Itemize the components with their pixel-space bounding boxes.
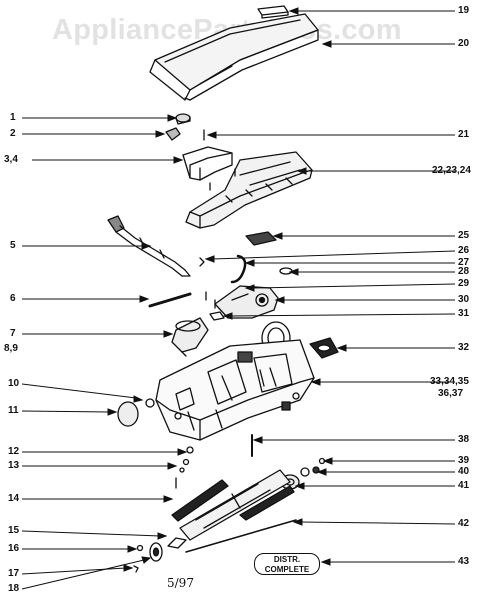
part-19-tab (257, 5, 289, 19)
part-22-housing (185, 151, 313, 229)
label-26: 26 (458, 245, 470, 256)
part-14-brush-strip (171, 479, 229, 522)
label-11: 11 (8, 405, 19, 416)
distr-complete-box: DISTR. COMPLETE (254, 553, 320, 575)
label-18: 18 (8, 583, 20, 594)
label-16: 16 (8, 543, 20, 554)
distr-line-2: COMPLETE (264, 565, 310, 574)
label-36-37: 36,37 (438, 388, 464, 399)
label-7: 7 (10, 328, 16, 339)
part-18-endcap (149, 542, 163, 562)
part-1-knob (175, 113, 191, 125)
distr-line-1: DISTR. (273, 555, 301, 564)
label-5: 5 (10, 240, 16, 251)
label-40: 40 (458, 466, 470, 477)
label-2: 2 (10, 128, 16, 139)
label-27: 27 (458, 257, 470, 268)
part-12-13-small (175, 446, 194, 489)
part-7-elbow (171, 317, 209, 357)
label-13: 13 (8, 460, 20, 471)
date-code: 5/97 (167, 576, 194, 590)
part-42-beater-bar (179, 469, 297, 553)
label-22-24: 22,23,24 (432, 165, 471, 176)
label-10: 10 (8, 378, 20, 389)
part-32-belt-clip (309, 337, 339, 359)
part-10-washer (145, 398, 155, 408)
label-12: 12 (8, 446, 20, 457)
label-32: 32 (458, 342, 470, 353)
part-30-switch (214, 285, 279, 319)
leader-lines (21, 7, 456, 590)
label-21: 21 (458, 129, 470, 140)
label-17: 17 (8, 568, 20, 579)
label-33-35: 33,34,35 (430, 376, 469, 387)
part-31 (209, 311, 225, 321)
label-3-4: 3,4 (4, 154, 18, 165)
part-33-base-housing (155, 339, 315, 441)
label-20: 20 (458, 38, 470, 49)
label-29: 29 (458, 278, 470, 289)
label-31: 31 (458, 308, 470, 319)
part-17 (133, 565, 139, 573)
label-42: 42 (458, 518, 470, 529)
part-15 (167, 537, 187, 549)
part-11-wheel (117, 401, 139, 427)
part-27-hook (230, 254, 247, 284)
part-29-screws (205, 291, 216, 309)
label-30: 30 (458, 294, 470, 305)
label-6: 6 (10, 293, 16, 304)
label-1: 1 (10, 112, 16, 123)
label-28: 28 (458, 266, 470, 277)
part-3-4-bracket (182, 146, 233, 181)
label-25: 25 (458, 230, 470, 241)
part-26 (199, 257, 205, 267)
label-19: 19 (458, 5, 470, 16)
label-43: 43 (458, 556, 470, 567)
label-41: 41 (458, 480, 470, 491)
label-38: 38 (458, 434, 470, 445)
label-39: 39 (458, 455, 470, 466)
part-28-grommet (279, 267, 293, 275)
part-6-rod (148, 292, 192, 308)
part-16 (136, 544, 144, 552)
label-14: 14 (8, 493, 20, 504)
part-25-latch (245, 231, 277, 246)
part-2-clip (165, 127, 181, 141)
part-20-hood (149, 13, 319, 101)
label-15: 15 (8, 525, 20, 536)
label-8-9: 8,9 (4, 343, 18, 354)
